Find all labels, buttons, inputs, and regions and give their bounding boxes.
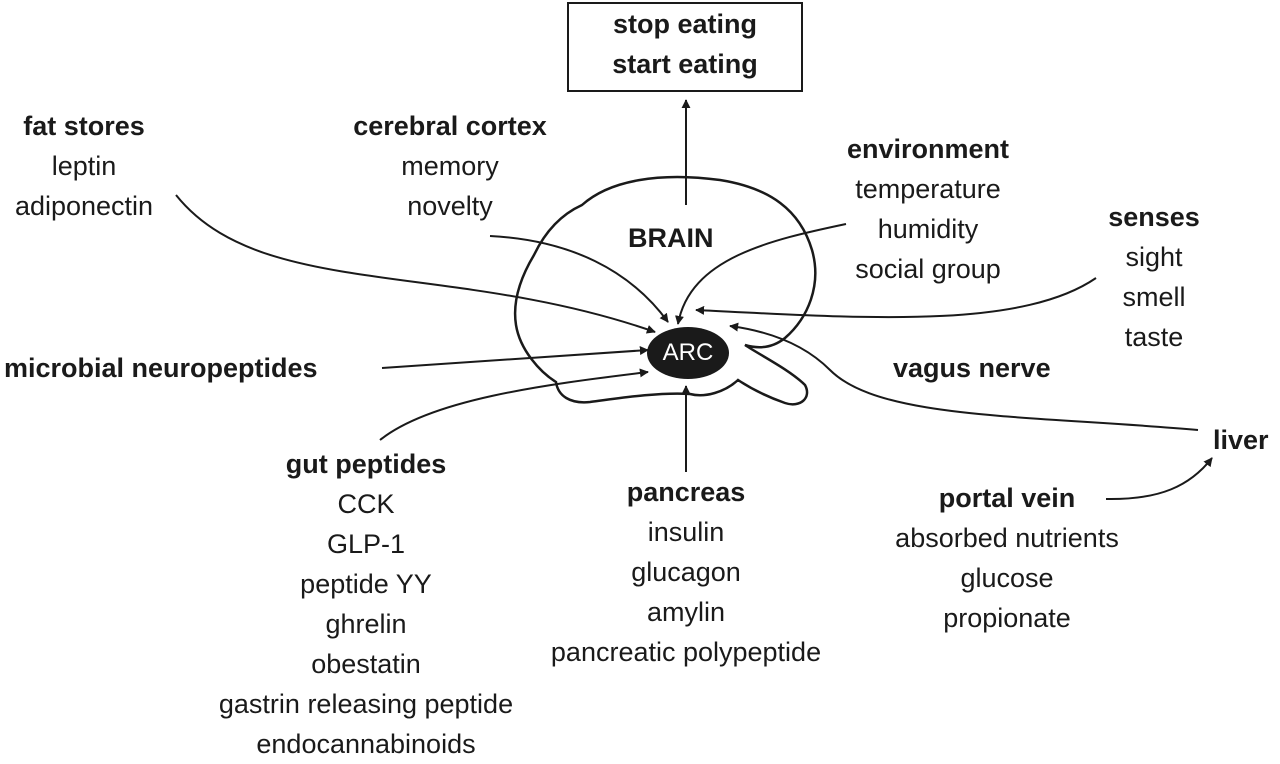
cerebral-cortex-item: memory (401, 151, 499, 181)
arrow-fat-stores (175, 194, 656, 334)
liver-label: liver (1213, 425, 1269, 455)
microbial-neuropeptides-label: microbial neuropeptides (4, 353, 318, 383)
fat-stores-title: fat stores (23, 111, 145, 141)
arc-node: ARC (647, 327, 729, 379)
portal-vein-block: portal vein absorbed nutrients glucose p… (895, 478, 1119, 638)
portal-vein-item: glucose (960, 563, 1054, 593)
pancreas-item: pancreatic polypeptide (550, 637, 822, 667)
environment-item: temperature (855, 174, 1001, 204)
pancreas-item: amylin (646, 597, 726, 627)
senses-item: smell (1122, 282, 1186, 312)
fat-stores-block: fat stores leptin adiponectin (15, 106, 153, 226)
gut-peptides-item: CCK (337, 489, 395, 519)
gut-peptides-item: endocannabinoids (256, 729, 476, 759)
gut-peptides-item: obestatin (311, 649, 421, 679)
brain-label: BRAIN (628, 223, 714, 253)
output-box: stop eating start eating (567, 2, 803, 92)
gut-peptides-item: GLP-1 (326, 529, 406, 559)
environment-block: environment temperature humidity social … (847, 129, 1009, 289)
senses-item: sight (1125, 242, 1183, 272)
senses-title: senses (1108, 202, 1200, 232)
output-line-start: start eating (612, 49, 758, 79)
gut-peptides-item: gastrin releasing peptide (218, 689, 514, 719)
environment-title: environment (846, 134, 1010, 164)
pancreas-block: pancreas insulin glucagon amylin pancrea… (551, 472, 821, 672)
senses-item: taste (1124, 322, 1184, 352)
fat-stores-item: leptin (51, 151, 117, 181)
pancreas-title: pancreas (626, 477, 746, 507)
arrow-senses (695, 277, 1097, 319)
cerebral-cortex-item: novelty (407, 191, 493, 221)
environment-item: humidity (877, 214, 979, 244)
arrow-cerebral-cortex (489, 235, 669, 323)
senses-block: senses sight smell taste (1108, 197, 1200, 357)
arrow-microbial (381, 346, 649, 369)
vagus-nerve-label: vagus nerve (893, 353, 1051, 383)
arrow-vagus (729, 322, 1199, 431)
arrow-gut-peptides (379, 368, 649, 441)
portal-vein-item: absorbed nutrients (895, 523, 1119, 553)
gut-peptides-item: ghrelin (325, 609, 407, 639)
portal-vein-item: propionate (943, 603, 1071, 633)
gut-peptides-title: gut peptides (285, 449, 447, 479)
arrow-environment (675, 223, 847, 325)
output-line-stop: stop eating (612, 9, 757, 39)
arrow-portal-vein (1105, 457, 1213, 501)
gut-peptides-item: peptide YY (300, 569, 432, 599)
fat-stores-item: adiponectin (14, 191, 154, 221)
gut-peptides-block: gut peptides CCK GLP-1 peptide YY ghreli… (219, 444, 513, 764)
cerebral-cortex-block: cerebral cortex memory novelty (353, 106, 547, 226)
cerebral-cortex-title: cerebral cortex (353, 111, 547, 141)
brain-outline (513, 175, 817, 406)
portal-vein-title: portal vein (938, 483, 1076, 513)
environment-item: social group (855, 254, 1001, 284)
pancreas-item: glucagon (631, 557, 741, 587)
pancreas-item: insulin (647, 517, 725, 547)
